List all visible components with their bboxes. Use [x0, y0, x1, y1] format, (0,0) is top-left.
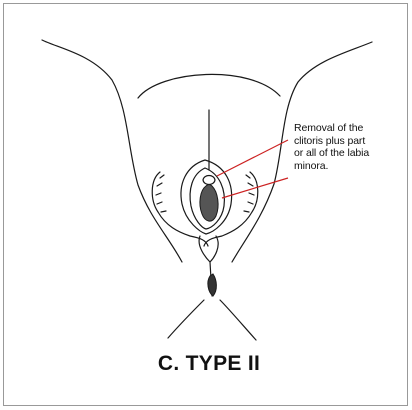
annotation-line: clitoris plus part [294, 135, 406, 148]
right-labia-hatching [244, 175, 254, 212]
left-thigh-line [42, 40, 182, 262]
anus-mark [208, 274, 217, 296]
annotation-line: or all of the labia [294, 147, 406, 160]
clitoral-remnant [203, 176, 215, 185]
diagram-caption: C. TYPE II [0, 352, 412, 376]
left-labia-majora [152, 172, 208, 246]
annotation-label: Removal of the clitoris plus part or all… [294, 122, 406, 172]
shaded-region [200, 185, 218, 222]
left-labia-hatching [156, 175, 166, 212]
right-buttock-line [220, 300, 256, 340]
annotation-line: minora. [294, 160, 406, 173]
annotation-line: Removal of the [294, 122, 406, 135]
mons-arc [138, 74, 280, 98]
left-buttock-line [168, 300, 204, 338]
pointer-labia [222, 178, 288, 198]
